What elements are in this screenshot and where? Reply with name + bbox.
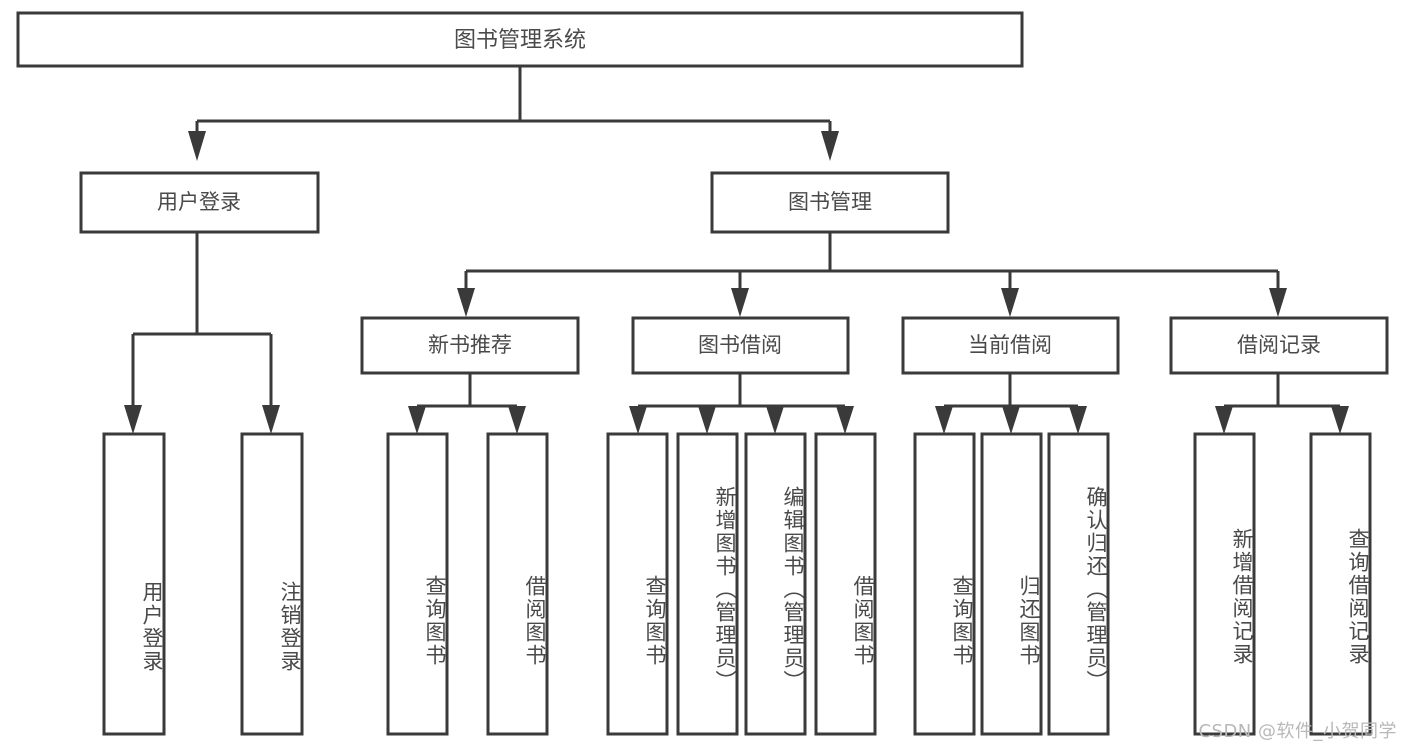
arrow-head-icon [124, 405, 142, 434]
node-leaf-9-box[interactable] [913, 432, 976, 736]
node-borrow-box[interactable] [631, 316, 850, 375]
node-leaf-3-box[interactable] [386, 432, 449, 736]
arrow-head-icon [1331, 406, 1349, 434]
connector-group-records [1215, 373, 1349, 434]
arrow-head-icon [766, 406, 784, 434]
node-records-label: 借阅记录 [1237, 333, 1321, 357]
leaf-box-group [102, 432, 1372, 736]
node-leaf-6-box[interactable] [676, 432, 739, 736]
node-bookmgmt-box[interactable] [710, 171, 950, 234]
node-leaf-8-box[interactable] [814, 432, 877, 736]
arrow-head-icon [1002, 406, 1020, 434]
node-login-box[interactable] [79, 171, 320, 234]
arrow-head-icon [188, 131, 206, 161]
node-leaf-7-box[interactable] [744, 432, 807, 736]
node-login-label: 用户登录 [157, 190, 241, 214]
arrow-head-icon [408, 406, 426, 434]
node-leaf-13-box[interactable] [1309, 432, 1372, 736]
arrow-head-icon [629, 406, 647, 434]
arrow-head-icon [1269, 288, 1287, 317]
node-borrow-label: 图书借阅 [698, 333, 782, 357]
node-root[interactable]: 图书管理系统 [16, 11, 1024, 68]
arrow-head-icon [1069, 406, 1087, 434]
connector-group-root [188, 67, 839, 161]
arrow-head-icon [698, 406, 716, 434]
node-borrow[interactable]: 图书借阅 [631, 316, 850, 375]
arrow-head-icon [508, 406, 526, 434]
node-leaf-2-box[interactable] [240, 432, 304, 736]
node-leaf-12-box[interactable] [1193, 432, 1256, 736]
connector-group-login [124, 232, 280, 434]
node-login[interactable]: 用户登录 [79, 171, 320, 234]
arrow-head-icon [1215, 406, 1233, 434]
node-newbook-box[interactable] [360, 316, 580, 375]
node-current-box[interactable] [901, 316, 1120, 375]
arrow-head-icon [821, 131, 839, 161]
connector-group-bookmgmt [457, 232, 1287, 317]
node-leaf-10-box[interactable] [980, 432, 1043, 736]
watermark-text: CSDN @软件_小贺同学 [1198, 721, 1397, 742]
arrow-head-icon [457, 288, 475, 317]
node-leaf-11-box[interactable] [1047, 432, 1110, 736]
node-bookmgmt-label: 图书管理 [788, 190, 872, 214]
node-root-box[interactable] [16, 11, 1024, 68]
connector-group-newbook [408, 373, 526, 434]
node-current-label: 当前借阅 [968, 333, 1052, 357]
node-newbook-label: 新书推荐 [428, 333, 512, 357]
node-root-label: 图书管理系统 [454, 28, 586, 53]
arrow-head-icon [935, 406, 953, 434]
node-leaf-4-box[interactable] [486, 432, 549, 736]
node-bookmgmt[interactable]: 图书管理 [710, 171, 950, 234]
node-leaf-5-box[interactable] [606, 432, 669, 736]
connector-group-current [935, 373, 1087, 434]
node-leaf-1-box[interactable] [102, 432, 166, 736]
arrow-head-icon [836, 406, 854, 434]
arrow-head-icon [731, 288, 749, 317]
node-current[interactable]: 当前借阅 [901, 316, 1120, 375]
node-newbook[interactable]: 新书推荐 [360, 316, 580, 375]
arrow-head-icon [1001, 288, 1019, 317]
connector-group-borrow [629, 373, 854, 434]
arrow-head-icon [262, 405, 280, 434]
node-records[interactable]: 借阅记录 [1169, 316, 1389, 375]
node-records-box[interactable] [1169, 316, 1389, 375]
